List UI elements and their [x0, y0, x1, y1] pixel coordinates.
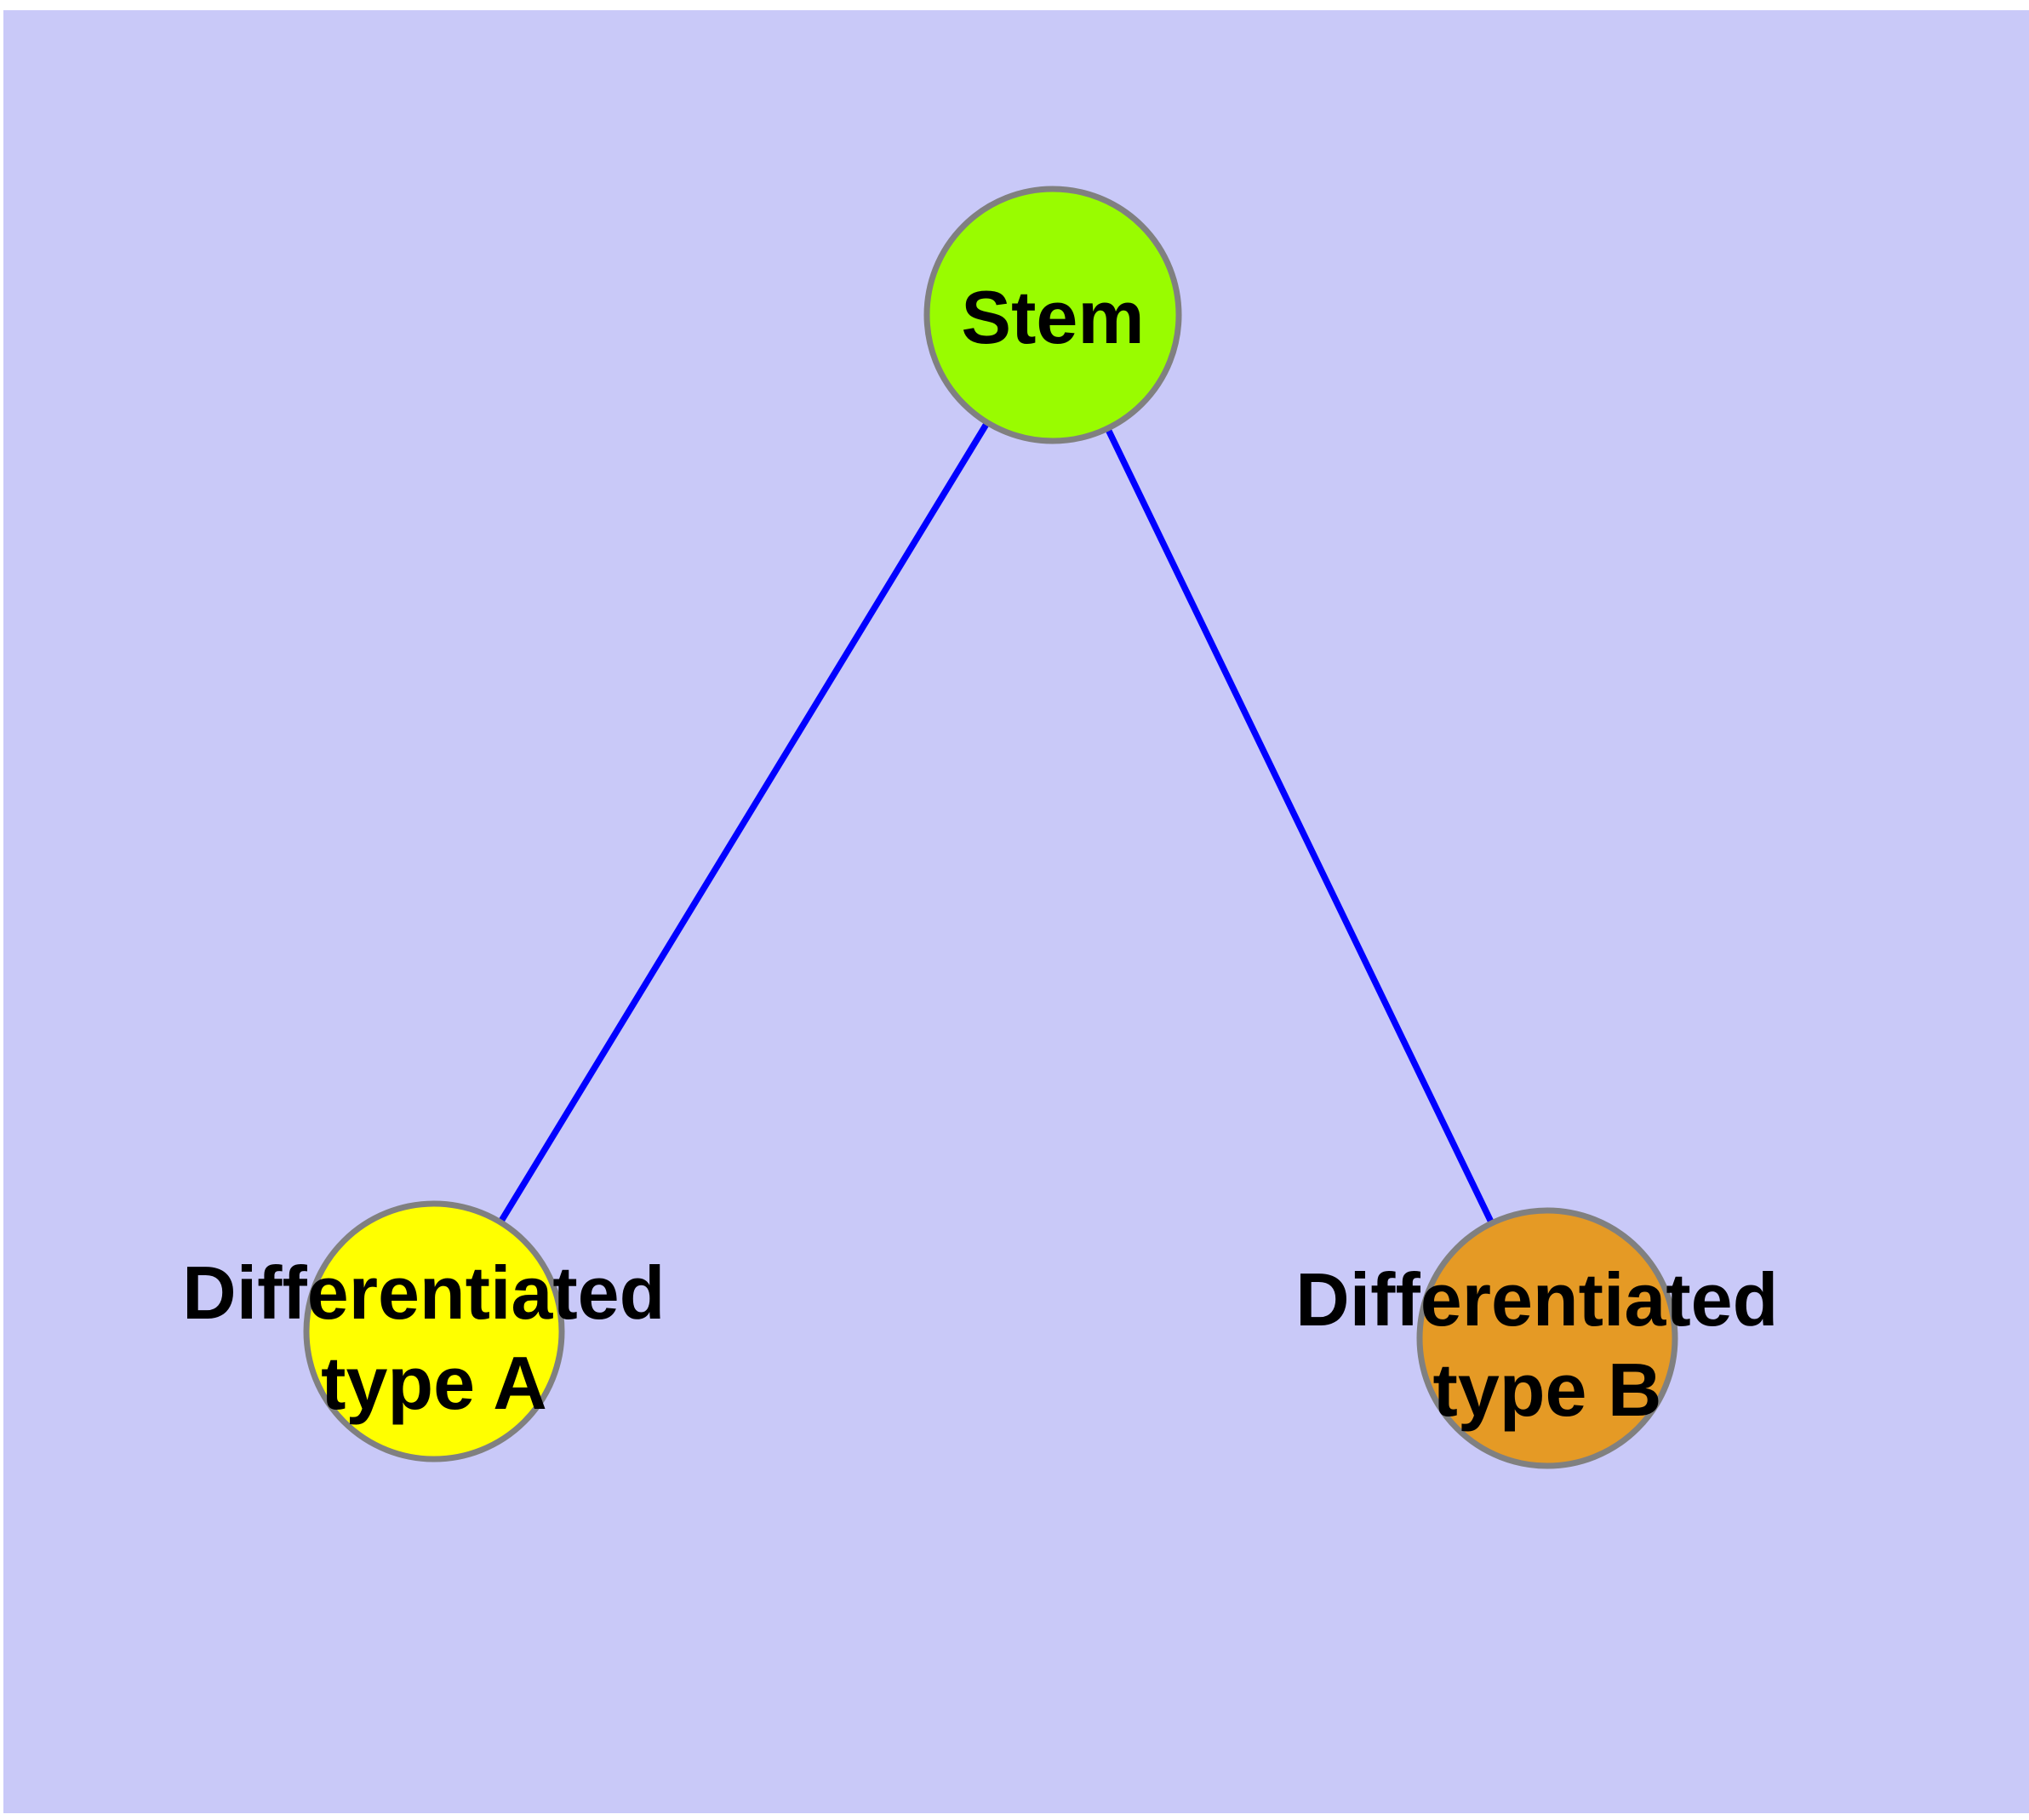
edge-stem-to-type-a	[431, 313, 1056, 1333]
node-label-differentiated-type-a: Differentiated type A	[182, 1251, 686, 1425]
node-differentiated-type-a	[303, 1200, 565, 1462]
node-label-type-b-line-1: Differentiated	[1295, 1257, 1778, 1342]
edge-stem-to-type-b	[1049, 313, 1551, 1340]
node-stem	[923, 186, 1182, 444]
node-label-type-b-line-2: type B	[1433, 1348, 1662, 1432]
node-label-stem: Stem	[961, 275, 1144, 359]
node-label-type-a-line-1: Differentiated	[182, 1251, 665, 1335]
node-label-stem-line-1: Stem	[961, 275, 1144, 359]
node-label-differentiated-type-b: Differentiated type B	[1295, 1257, 1799, 1432]
node-label-type-a-line-2: type A	[321, 1341, 547, 1425]
node-differentiated-type-b	[1416, 1207, 1678, 1469]
